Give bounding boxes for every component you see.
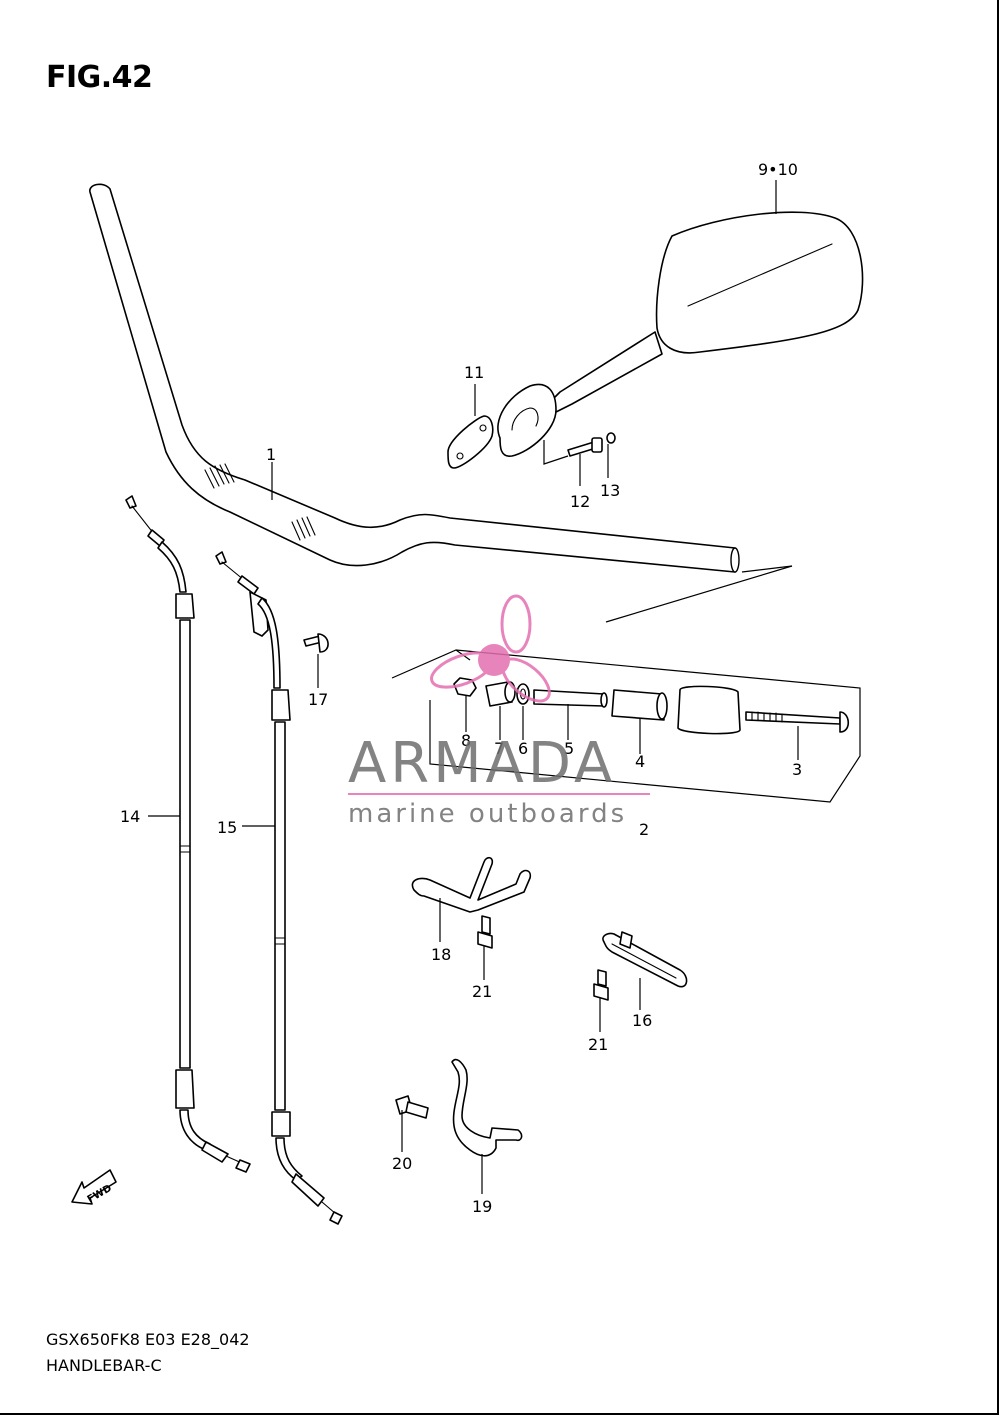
figure-title: FIG.42 <box>46 60 153 95</box>
propeller-logo-icon <box>430 594 551 703</box>
callout-6: 6 <box>518 739 528 758</box>
group-name: HANDLEBAR-C <box>46 1356 162 1375</box>
throttle-cable-part[interactable] <box>215 551 343 1225</box>
watermark-tagline: marine outboards <box>348 799 627 829</box>
callout-5: 5 <box>564 739 574 758</box>
cable-clamp-part[interactable] <box>411 856 532 913</box>
flange-bolt-part[interactable] <box>395 1095 429 1119</box>
callout-21b: 21 <box>588 1035 608 1054</box>
weight-part[interactable] <box>611 689 668 721</box>
fwd-arrow-icon: FWD <box>71 1169 117 1206</box>
callout-15: 15 <box>217 818 237 837</box>
callout-20: 20 <box>392 1154 412 1173</box>
hose-clamp-part[interactable] <box>602 931 688 988</box>
callout-3: 3 <box>792 760 802 779</box>
mirror-part[interactable] <box>497 211 864 457</box>
callout-labels: 9•10 11 1 12 13 8 7 6 5 4 3 2 14 15 17 1… <box>120 160 802 1216</box>
callout-13: 13 <box>600 481 620 500</box>
clutch-cable-part[interactable] <box>125 495 251 1173</box>
callout-2: 2 <box>639 820 649 839</box>
clamp-bolt-part-b[interactable] <box>593 969 609 1001</box>
inner-weight-part[interactable] <box>533 689 608 708</box>
callout-4: 4 <box>635 752 645 771</box>
screw-part[interactable] <box>303 633 329 653</box>
leader-lines <box>148 180 799 1194</box>
handlebar-part[interactable] <box>89 183 740 573</box>
callout-9-10: 9•10 <box>758 160 798 179</box>
callout-7: 7 <box>494 739 504 758</box>
mirror-washer-part[interactable] <box>606 432 616 444</box>
callout-14: 14 <box>120 807 140 826</box>
balancer-assembly-box <box>391 565 861 803</box>
mirror-bolt-part[interactable] <box>567 437 603 457</box>
watermark: ARMADA marine outboards <box>348 594 650 829</box>
callout-11: 11 <box>464 363 484 382</box>
callout-8: 8 <box>461 731 471 750</box>
callout-17: 17 <box>308 690 328 709</box>
callout-16: 16 <box>632 1011 652 1030</box>
balancer-screw-part[interactable] <box>745 711 850 733</box>
clamp-bolt-part-a[interactable] <box>477 915 493 949</box>
callout-19: 19 <box>472 1197 492 1216</box>
callout-21a: 21 <box>472 982 492 1001</box>
watermark-brand: ARMADA <box>348 731 616 796</box>
callout-12: 12 <box>570 492 590 511</box>
balancer-end-part[interactable] <box>677 685 741 735</box>
mirror-bracket-part[interactable] <box>447 415 494 469</box>
callout-18: 18 <box>431 945 451 964</box>
callout-1: 1 <box>266 445 276 464</box>
model-code: GSX650FK8 E03 E28_042 <box>46 1330 250 1349</box>
wire-clamp-part[interactable] <box>451 1058 523 1157</box>
